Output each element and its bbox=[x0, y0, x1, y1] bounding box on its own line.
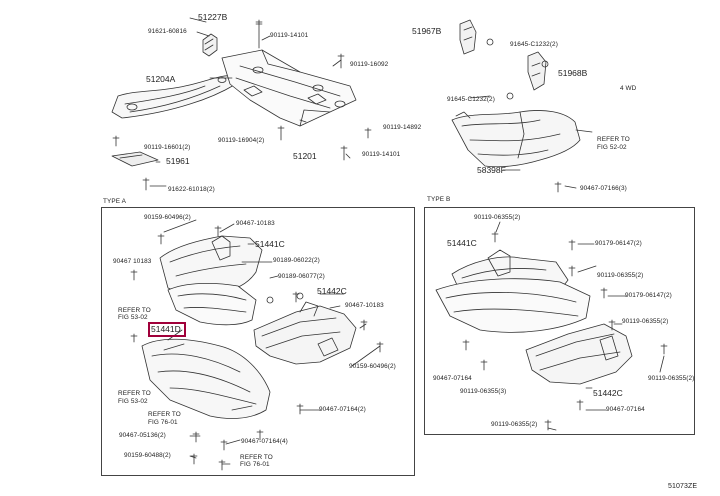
part-label-91621-60816[interactable]: 91621-60816 bbox=[148, 28, 187, 35]
part-label-51967B[interactable]: 51967B bbox=[412, 26, 442, 36]
refer-to-fig-76-01-a-line2[interactable]: FIG 76-01 bbox=[148, 419, 178, 426]
part-label-90467-07164-type-b-a[interactable]: 90467-07164 bbox=[433, 375, 472, 382]
part-label-90467-10183-b[interactable]: 90467 10183 bbox=[113, 258, 152, 265]
part-label-90119-14892[interactable]: 90119-14892 bbox=[383, 124, 422, 131]
part-label-51227B[interactable]: 51227B bbox=[198, 12, 228, 22]
part-label-51968B[interactable]: 51968B bbox=[558, 68, 588, 78]
figure-code: 51073ZE bbox=[668, 483, 698, 490]
part-label-90467-07164-b[interactable]: 90467-07164(4) bbox=[241, 438, 288, 445]
type-a-frame bbox=[101, 207, 415, 476]
part-label-90119-16092[interactable]: 90119-16092 bbox=[350, 61, 389, 68]
crossmember-assembly-drawing bbox=[111, 17, 372, 191]
section-label-4wd: 4 WD bbox=[620, 85, 637, 92]
part-label-90467-10183-a[interactable]: 90467-10183 bbox=[236, 220, 275, 227]
highlighted-part-box bbox=[148, 322, 186, 337]
part-label-90159-60496-b[interactable]: 90159-60496(2) bbox=[349, 363, 396, 370]
part-label-51204A[interactable]: 51204A bbox=[146, 74, 176, 84]
refer-to-fig-52-02-line2[interactable]: FIG 52-02 bbox=[597, 144, 627, 151]
part-label-51442C-type-a[interactable]: 51442C bbox=[317, 286, 347, 296]
part-label-91622-61018[interactable]: 91622-61018(2) bbox=[168, 186, 215, 193]
part-label-90467-10183-c[interactable]: 90467-10183 bbox=[345, 302, 384, 309]
type-a-drawing bbox=[130, 219, 384, 471]
part-label-90189-06022[interactable]: 90189-06022(2) bbox=[273, 257, 320, 264]
part-label-90467-07164-a[interactable]: 90467-07164(2) bbox=[319, 406, 366, 413]
part-label-90119-06355-c[interactable]: 90119-06355(2) bbox=[622, 318, 669, 325]
part-label-90179-06147-b[interactable]: 90179-06147(2) bbox=[625, 292, 672, 299]
refer-to-fig-76-01-b-line2[interactable]: FIG 76-01 bbox=[240, 461, 270, 468]
part-label-90159-60488[interactable]: 90159-60488(2) bbox=[124, 452, 171, 459]
refer-to-fig-76-01-b-line1[interactable]: REFER TO bbox=[240, 454, 273, 461]
refer-to-fig-53-02-a-line1[interactable]: REFER TO bbox=[118, 307, 151, 314]
part-label-90467-05136[interactable]: 90467-05136(2) bbox=[119, 432, 166, 439]
part-label-90179-06147-a[interactable]: 90179-06147(2) bbox=[595, 240, 642, 247]
part-label-90119-06355-e[interactable]: 90119-06355(2) bbox=[648, 375, 695, 382]
part-label-90189-06077[interactable]: 90189-06077(2) bbox=[278, 273, 325, 280]
type-b-drawing bbox=[435, 221, 668, 431]
part-label-90159-60496-a[interactable]: 90159-60496(2) bbox=[144, 214, 191, 221]
part-label-90119-14101-b[interactable]: 90119-14101 bbox=[362, 151, 401, 158]
part-label-90119-06355-b[interactable]: 90119-06355(2) bbox=[597, 272, 644, 279]
part-label-90119-16601[interactable]: 90119-16601(2) bbox=[144, 144, 191, 151]
part-label-51441C-type-b[interactable]: 51441C bbox=[447, 238, 477, 248]
refer-to-fig-76-01-a-line1[interactable]: REFER TO bbox=[148, 411, 181, 418]
part-label-91645-C1232-b[interactable]: 91645-C1232(2) bbox=[447, 96, 495, 103]
part-label-90119-06355-d[interactable]: 90119-06355(3) bbox=[460, 388, 507, 395]
part-label-90119-16904[interactable]: 90119-16904(2) bbox=[218, 137, 265, 144]
part-label-51441C-type-a[interactable]: 51441C bbox=[255, 239, 285, 249]
part-label-90119-06355-a[interactable]: 90119-06355(2) bbox=[474, 214, 521, 221]
part-label-90467-07166[interactable]: 90467-07166(3) bbox=[580, 185, 627, 192]
part-label-51201[interactable]: 51201 bbox=[293, 151, 317, 161]
section-title-type-a: TYPE A bbox=[103, 198, 126, 205]
part-label-90119-14101-a[interactable]: 90119-14101 bbox=[270, 32, 309, 39]
part-label-90119-06355-f[interactable]: 90119-06355(2) bbox=[491, 421, 538, 428]
refer-to-fig-53-02-b-line1[interactable]: REFER TO bbox=[118, 390, 151, 397]
section-title-type-b: TYPE B bbox=[427, 196, 451, 203]
type-b-frame bbox=[424, 207, 695, 435]
part-label-51441D[interactable]: 51441D bbox=[151, 324, 181, 334]
refer-to-fig-53-02-a-line2[interactable]: FIG 53-02 bbox=[118, 314, 148, 321]
engine-shield-4wd-drawing bbox=[451, 19, 593, 193]
part-label-58398F[interactable]: 58398F bbox=[477, 165, 506, 175]
part-label-51442C-type-b[interactable]: 51442C bbox=[593, 388, 623, 398]
part-label-51961[interactable]: 51961 bbox=[166, 156, 190, 166]
refer-to-fig-53-02-b-line2[interactable]: FIG 53-02 bbox=[118, 398, 148, 405]
part-label-91645-C1232-a[interactable]: 91645-C1232(2) bbox=[510, 41, 558, 48]
part-label-90467-07164-type-b-b[interactable]: 90467-07164 bbox=[606, 406, 645, 413]
refer-to-fig-52-02-line1[interactable]: REFER TO bbox=[597, 136, 630, 143]
